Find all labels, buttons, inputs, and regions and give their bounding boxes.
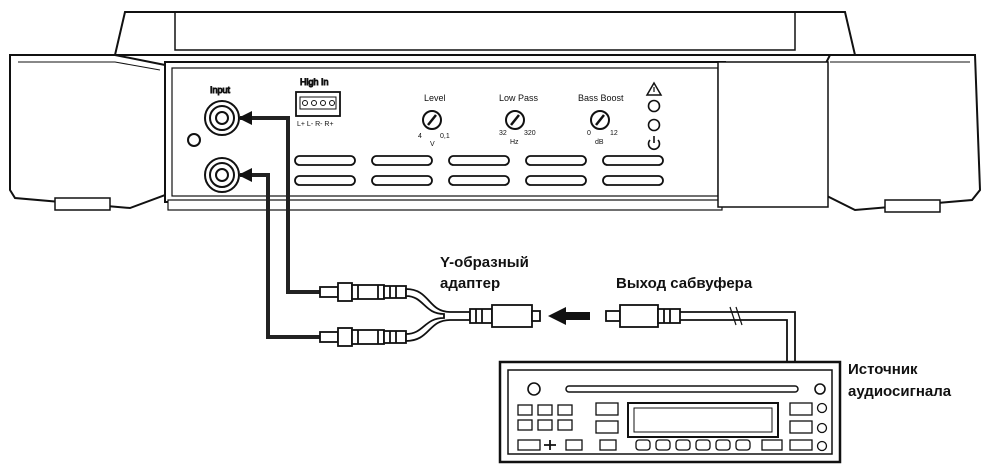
knob-low-pass[interactable]: Low Pass 32 320 Hz xyxy=(499,93,539,146)
high-in-pins: L+ L- R- R+ xyxy=(297,121,334,128)
protect-led-icon xyxy=(647,99,661,113)
high-in-terminal[interactable]: High In L+ L- R- R+ xyxy=(295,77,341,128)
bass-boost-label: Bass Boost xyxy=(578,93,624,103)
knob-level[interactable]: Level 4 0,1 V xyxy=(418,93,450,148)
level-max: 0,1 xyxy=(440,133,450,140)
bass-boost-max: 12 xyxy=(610,130,618,137)
y-adapter[interactable] xyxy=(319,282,541,347)
bass-boost-unit: dB xyxy=(595,139,604,146)
level-label: Level xyxy=(424,93,446,103)
arrow-into-upper-jack xyxy=(238,111,252,125)
input-label: Input xyxy=(210,85,231,95)
vent-slots xyxy=(294,155,664,186)
arrow-to-adapter xyxy=(548,307,590,325)
source-label-line1: Источник xyxy=(848,361,918,378)
y-adapter-label-line2: адаптер xyxy=(440,275,500,292)
source-label-line2: аудиосигнала xyxy=(848,383,952,400)
level-min: 4 xyxy=(418,133,422,140)
y-adapter-label-line1: Y-образный xyxy=(440,254,529,271)
knob-bass-boost[interactable]: Bass Boost 0 12 dB xyxy=(578,93,624,146)
arrow-into-lower-jack xyxy=(238,168,252,182)
amplifier xyxy=(9,11,982,213)
rca-cables xyxy=(240,116,320,339)
head-unit xyxy=(498,360,842,464)
low-pass-label: Low Pass xyxy=(499,93,539,103)
low-pass-min: 32 xyxy=(499,130,507,137)
status-led-icon xyxy=(647,118,661,132)
subwoofer-out-label: Выход сабвуфера xyxy=(616,275,753,292)
status-indicators xyxy=(645,81,663,151)
low-pass-unit: Hz xyxy=(510,139,519,146)
level-unit: V xyxy=(430,141,435,148)
eject-icon xyxy=(544,440,556,450)
power-icon xyxy=(647,139,661,151)
low-pass-max: 320 xyxy=(524,130,536,137)
rca-input-jacks[interactable]: Input xyxy=(187,85,240,193)
subwoofer-out-plug[interactable] xyxy=(605,304,796,362)
bass-boost-min: 0 xyxy=(587,130,591,137)
high-in-label: High In xyxy=(300,77,329,87)
